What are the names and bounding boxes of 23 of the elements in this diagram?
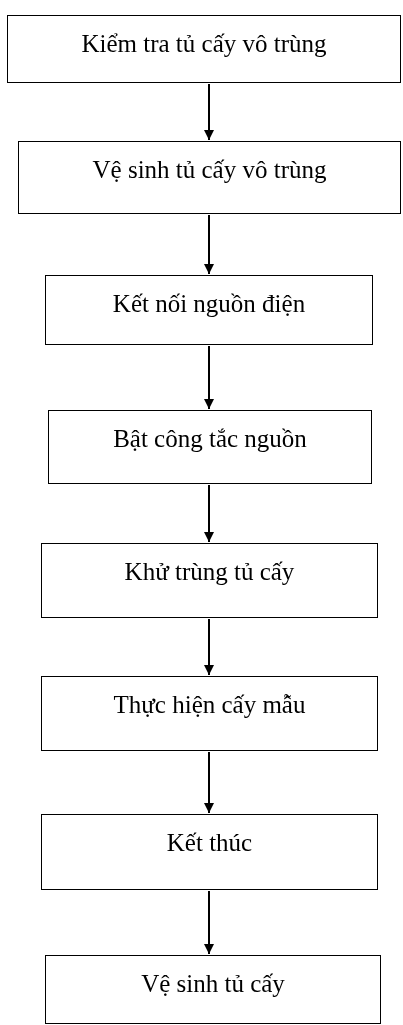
arrow [204, 484, 214, 543]
step-label: Bật công tắc nguồn [113, 425, 307, 453]
arrow [204, 345, 214, 410]
step-label: Vệ sinh tủ cấy [141, 970, 285, 998]
arrow [204, 890, 214, 955]
step-label: Vệ sinh tủ cấy vô trùng [92, 156, 327, 184]
process-box [7, 15, 401, 83]
process-box [45, 275, 373, 345]
step-label: Thực hiện cấy mẫu [113, 691, 306, 719]
process-box [45, 955, 381, 1024]
step-label: Khử trùng tủ cấy [124, 558, 295, 586]
process-box [41, 676, 378, 751]
arrow [204, 83, 214, 141]
step-label: Kết nối nguồn điện [112, 290, 306, 318]
arrow [204, 618, 214, 676]
process-box [18, 141, 401, 214]
step-label: Kiểm tra tủ cấy vô trùng [81, 30, 327, 58]
process-box [41, 814, 378, 890]
step-label: Kết thúc [166, 829, 253, 857]
arrow [204, 751, 214, 814]
arrow [204, 214, 214, 275]
process-box [41, 543, 378, 618]
process-box [48, 410, 372, 484]
